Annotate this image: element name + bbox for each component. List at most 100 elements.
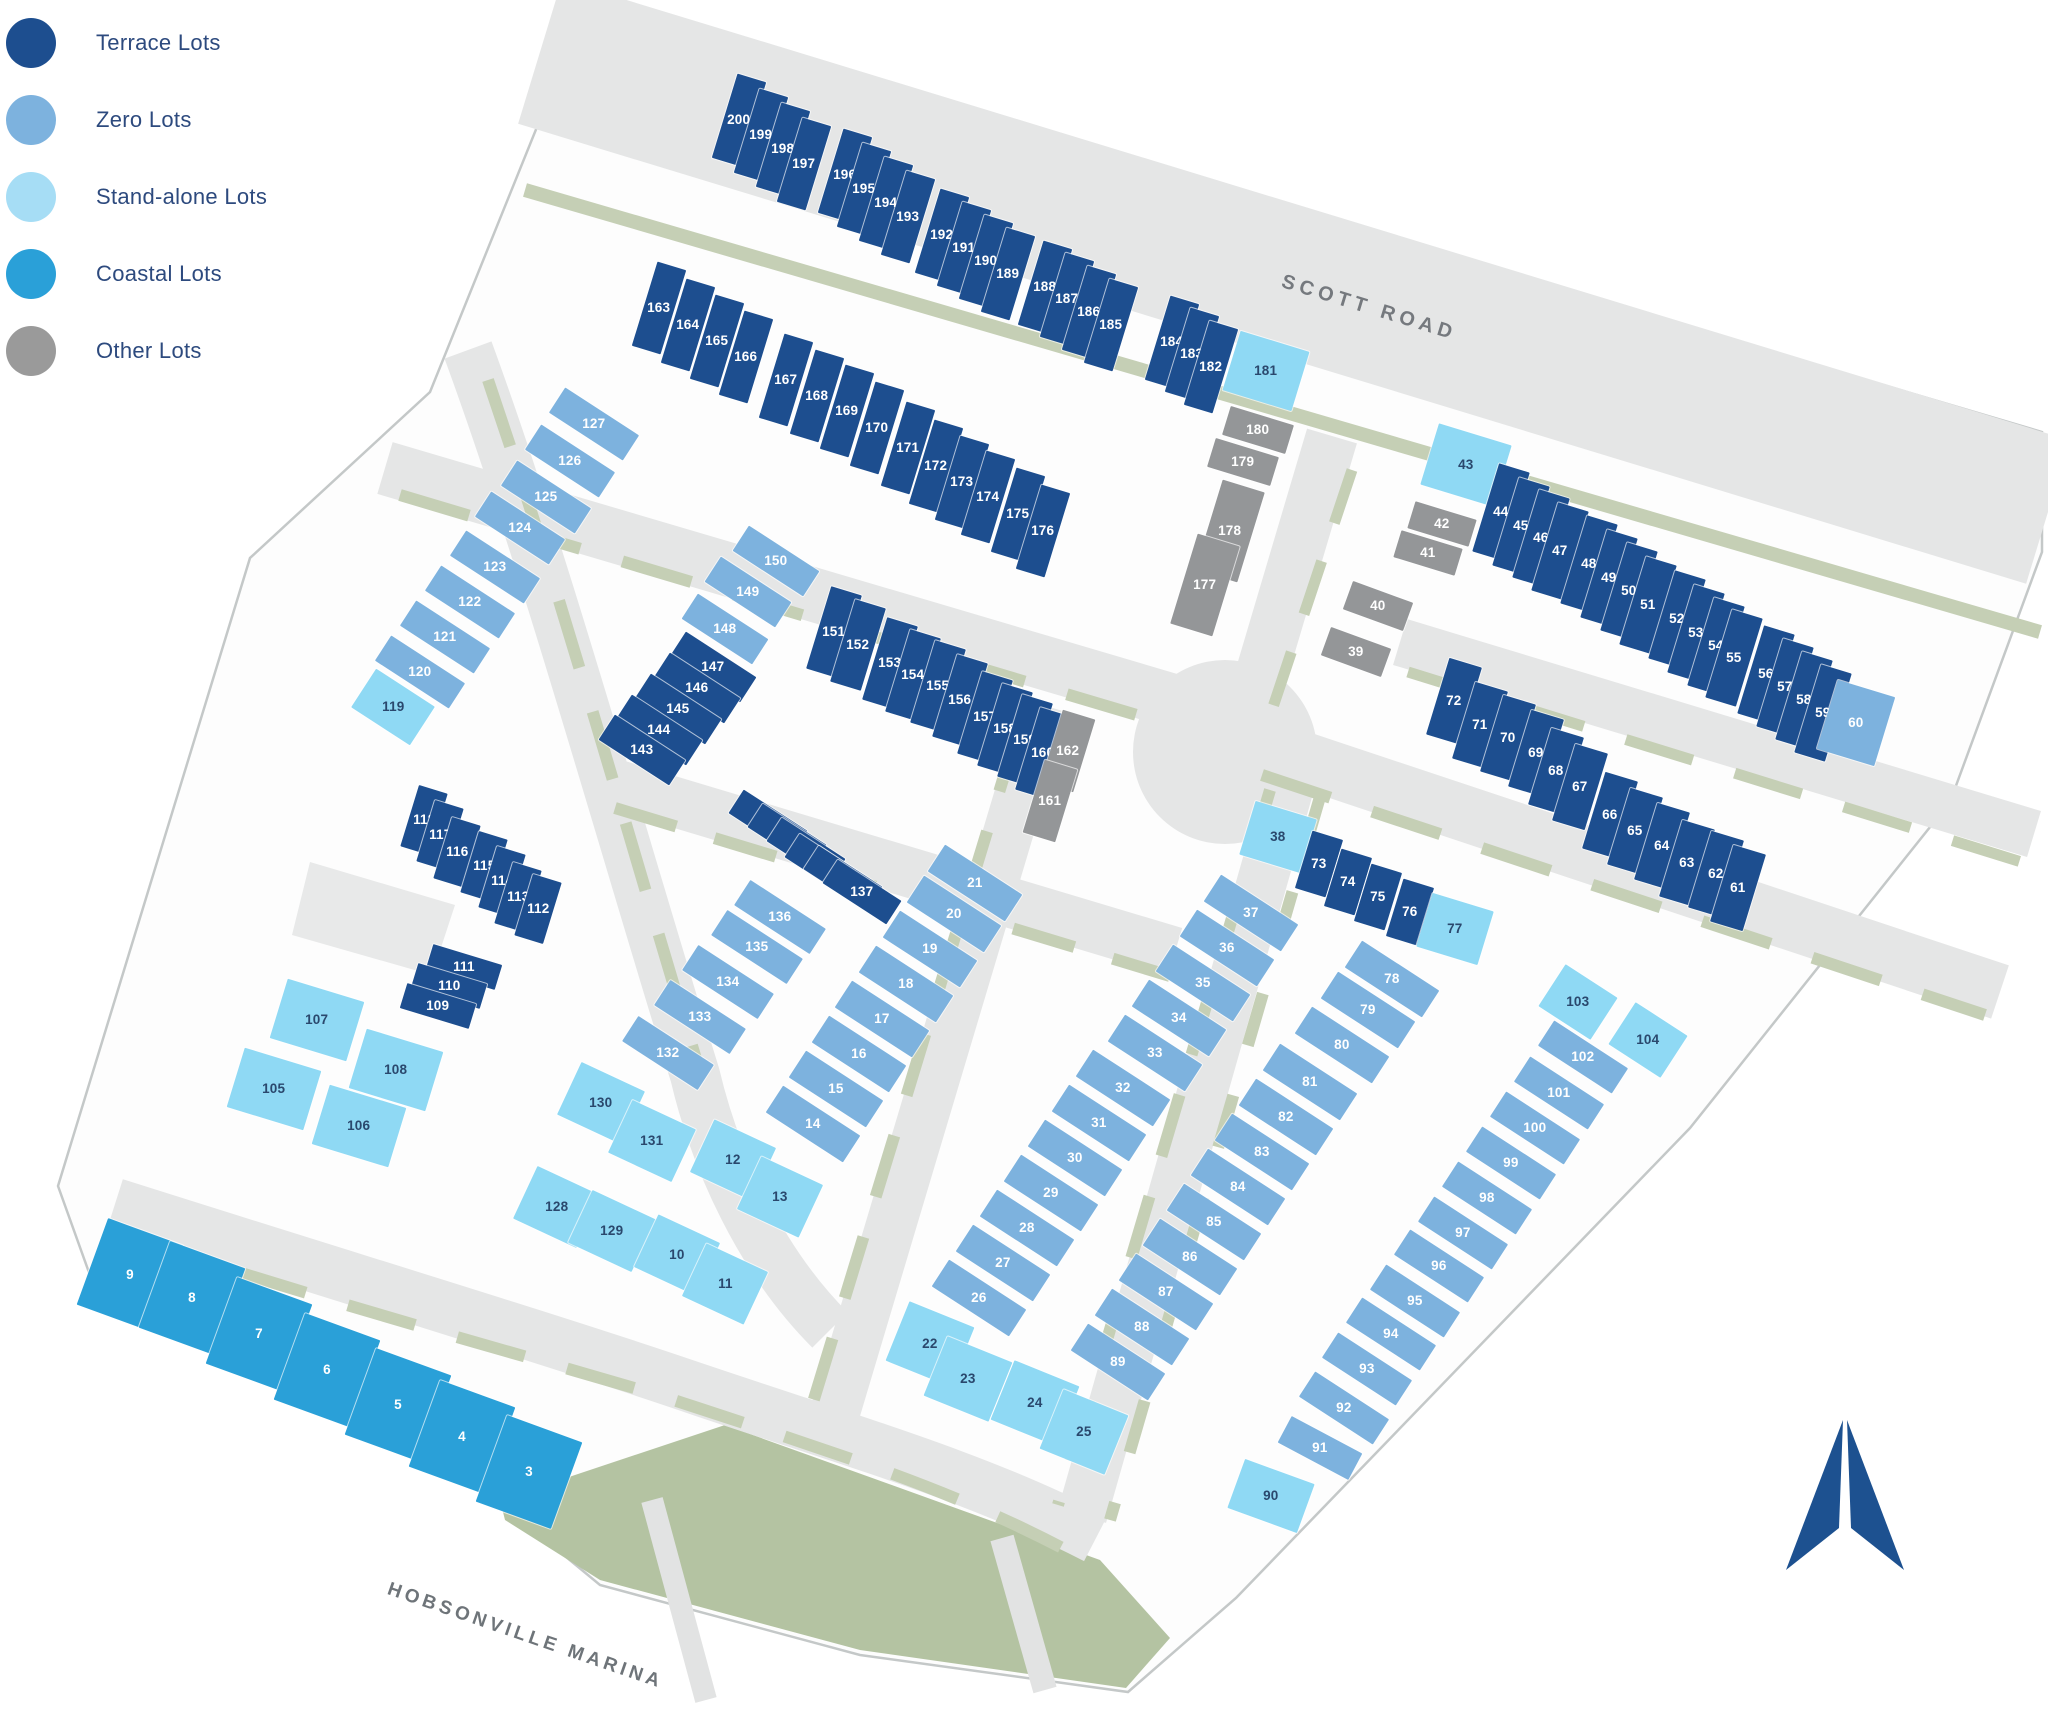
lot-number: 149: [736, 584, 760, 600]
lot-number: 76: [1402, 904, 1418, 920]
lot-number: 78: [1384, 971, 1400, 987]
lot-number: 12: [725, 1152, 741, 1168]
lot-number: 133: [688, 1009, 712, 1025]
lot-number: 151: [822, 624, 846, 640]
lot-number: 24: [1027, 1395, 1043, 1411]
lot-number: 28: [1019, 1220, 1035, 1236]
lot-137[interactable]: 137: [822, 859, 902, 925]
lot-number: 75: [1370, 889, 1386, 905]
lot-number: 197: [792, 156, 816, 172]
lot-number: 71: [1472, 717, 1488, 733]
lot-number: 110: [437, 978, 461, 994]
lot-number: 70: [1500, 730, 1516, 746]
lot-number: 73: [1311, 856, 1327, 872]
lot-number: 77: [1447, 921, 1463, 937]
lot-number: 98: [1479, 1190, 1495, 1206]
legend-label: Stand-alone Lots: [96, 183, 268, 209]
lot-number: 105: [262, 1081, 286, 1097]
legend-swatch-icon: [6, 94, 56, 145]
lot-number: 83: [1254, 1144, 1270, 1160]
lot-number: 120: [408, 664, 432, 680]
legend-swatch-icon: [6, 248, 56, 299]
legend-swatch-icon: [6, 171, 56, 222]
lot-number: 93: [1359, 1361, 1375, 1377]
lot-number: 36: [1219, 940, 1235, 956]
lot-number: 33: [1147, 1045, 1163, 1061]
lot-number: 43: [1458, 457, 1474, 473]
lot-number: 145: [666, 701, 690, 717]
lot-number: 5: [394, 1397, 402, 1413]
lot-number: 9: [126, 1267, 134, 1283]
lot-number: 95: [1407, 1293, 1423, 1309]
lot-number: 40: [1370, 598, 1386, 614]
lot-number: 82: [1278, 1109, 1294, 1125]
lot-number: 137: [850, 884, 874, 900]
lot-number: 23: [960, 1371, 976, 1387]
lot-number: 3: [525, 1464, 533, 1480]
lot-number: 180: [1246, 422, 1270, 438]
lot-number: 200: [727, 112, 751, 128]
lot-number: 122: [458, 594, 482, 610]
lot-number: 89: [1110, 1354, 1126, 1370]
lot-number: 74: [1340, 874, 1356, 890]
lot-177[interactable]: 177: [1170, 533, 1240, 637]
lot-number: 81: [1302, 1074, 1318, 1090]
lot-number: 125: [534, 489, 558, 505]
lot-number: 61: [1730, 880, 1746, 896]
lot-number: 55: [1726, 650, 1742, 666]
lot-number: 109: [426, 998, 450, 1014]
lot-number: 35: [1195, 975, 1211, 991]
lot-number: 132: [656, 1045, 680, 1061]
lot-number: 106: [347, 1118, 371, 1134]
lot-number: 29: [1043, 1185, 1059, 1201]
lot-number: 111: [453, 959, 475, 975]
lot-number: 90: [1263, 1488, 1279, 1504]
lot-number: 19: [922, 941, 938, 957]
lot-107[interactable]: 107: [269, 978, 365, 1062]
lot-number: 51: [1640, 597, 1656, 613]
lot-90[interactable]: 90: [1227, 1458, 1315, 1534]
lot-number: 101: [1547, 1085, 1571, 1101]
lot-number: 127: [582, 416, 606, 432]
park-area: [500, 1425, 1170, 1688]
lot-number: 130: [589, 1095, 613, 1111]
lot-number: 80: [1334, 1037, 1350, 1053]
parking-area: [292, 862, 455, 975]
lot-number: 92: [1336, 1400, 1352, 1416]
lot-number: 129: [600, 1223, 624, 1239]
lot-number: 112: [526, 901, 550, 917]
lot-number: 10: [669, 1247, 685, 1263]
lot-number: 63: [1679, 855, 1695, 871]
lot-number: 154: [901, 667, 925, 683]
lot-number: 168: [805, 388, 829, 404]
lot-number: 165: [705, 333, 729, 349]
lot-number: 126: [558, 453, 582, 469]
lot-number: 102: [1571, 1049, 1595, 1065]
lot-number: 124: [508, 520, 532, 536]
lot-number: 104: [1636, 1032, 1660, 1048]
legend-swatch-icon: [6, 17, 56, 68]
lot-number: 11: [717, 1276, 733, 1292]
lot-105[interactable]: 105: [226, 1047, 322, 1131]
lot-number: 31: [1091, 1115, 1107, 1131]
lot-39[interactable]: 39: [1320, 626, 1392, 678]
lot-number: 173: [950, 474, 974, 490]
lot-number: 96: [1431, 1258, 1447, 1274]
lot-number: 134: [716, 974, 740, 990]
lot-40[interactable]: 40: [1342, 580, 1414, 632]
lot-number: 30: [1067, 1150, 1083, 1166]
lot-181[interactable]: 181: [1222, 330, 1310, 412]
legend-item-coastal-lots: Coastal Lots: [6, 235, 267, 312]
lot-number: 8: [188, 1290, 196, 1306]
lot-number: 150: [764, 553, 788, 569]
lot-number: 34: [1171, 1010, 1187, 1026]
lot-number: 47: [1552, 543, 1568, 559]
legend-label: Zero Lots: [96, 106, 192, 132]
lot-number: 41: [1420, 545, 1436, 561]
lot-number: 85: [1206, 1214, 1222, 1230]
legend-swatch-icon: [6, 325, 56, 376]
lot-number: 128: [545, 1199, 569, 1215]
lot-number: 116: [445, 844, 469, 860]
